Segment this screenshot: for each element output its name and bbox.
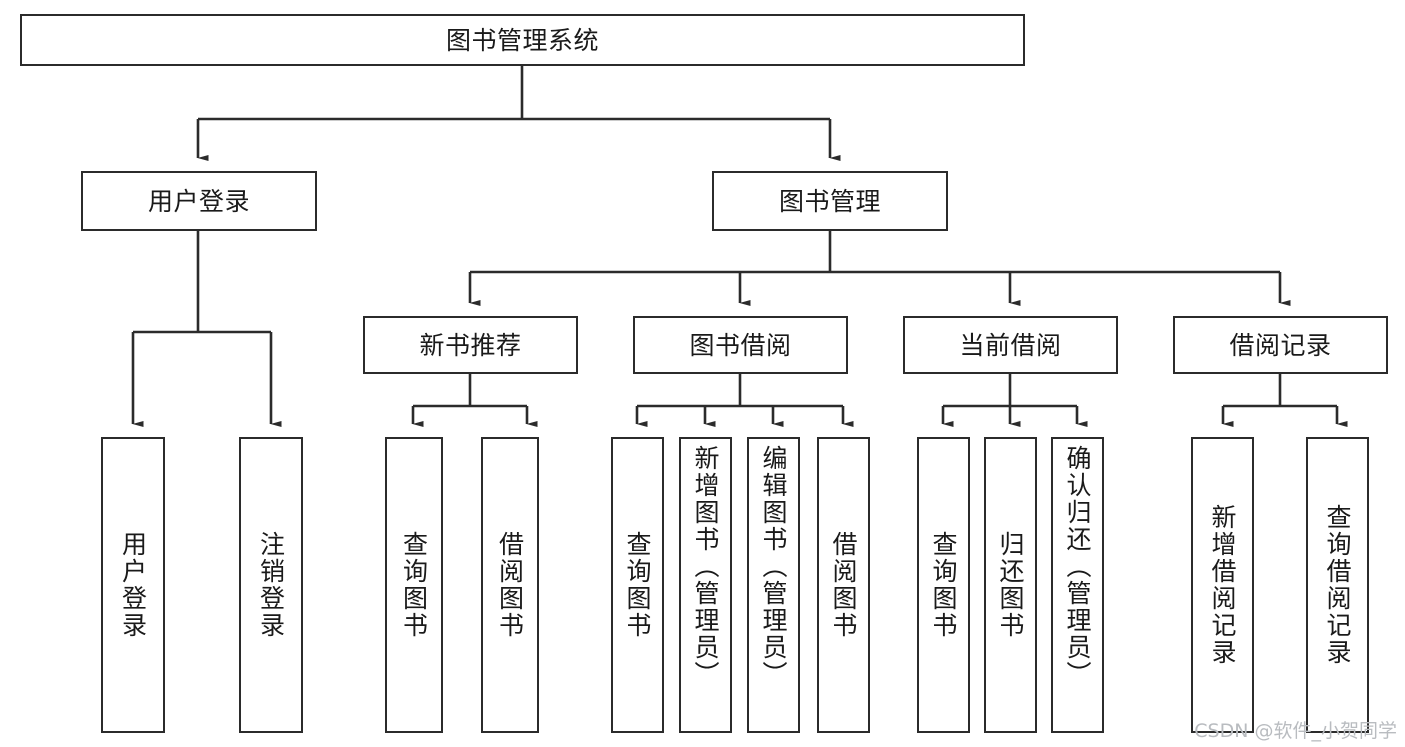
node-leaf-query-book-2[interactable]: 查询图书 <box>611 437 664 733</box>
node-leaf-query-record[interactable]: 查询借阅记录 <box>1306 437 1369 733</box>
node-leaf-borrow-book-2[interactable]: 借阅图书 <box>817 437 870 733</box>
node-leaf-query-book-2-label: 查询图书 <box>623 531 652 639</box>
node-leaf-query-book-1[interactable]: 查询图书 <box>385 437 443 733</box>
node-leaf-borrow-book-2-label: 借阅图书 <box>829 531 858 639</box>
node-borrow-record[interactable]: 借阅记录 <box>1173 316 1388 374</box>
node-leaf-user-login[interactable]: 用户登录 <box>101 437 165 733</box>
node-leaf-add-book[interactable]: 新增图书（管理员） <box>679 437 732 733</box>
node-leaf-query-book-3[interactable]: 查询图书 <box>917 437 970 733</box>
node-leaf-user-login-label: 用户登录 <box>118 531 148 639</box>
node-leaf-add-book-label: 新增图书（管理员） <box>691 445 720 688</box>
node-root[interactable]: 图书管理系统 <box>20 14 1025 66</box>
node-book-borrow[interactable]: 图书借阅 <box>633 316 848 374</box>
node-root-label: 图书管理系统 <box>445 25 599 55</box>
watermark-text: CSDN @软件_小贺同学 <box>1194 720 1397 742</box>
node-leaf-return-book[interactable]: 归还图书 <box>984 437 1037 733</box>
node-leaf-return-book-label: 归还图书 <box>996 531 1025 639</box>
node-leaf-confirm-return-label: 确认归还（管理员） <box>1063 445 1092 688</box>
node-leaf-add-record[interactable]: 新增借阅记录 <box>1191 437 1254 733</box>
node-leaf-user-logout-label: 注销登录 <box>256 531 286 639</box>
node-current-borrow-label: 当前借阅 <box>959 330 1062 360</box>
node-new-book-recommend[interactable]: 新书推荐 <box>363 316 578 374</box>
node-leaf-edit-book-label: 编辑图书（管理员） <box>759 445 788 688</box>
node-book-manage-label: 图书管理 <box>778 186 881 216</box>
node-leaf-query-book-1-label: 查询图书 <box>399 531 429 639</box>
node-user-login[interactable]: 用户登录 <box>81 171 317 231</box>
node-leaf-borrow-book-1-label: 借阅图书 <box>495 531 525 639</box>
node-new-book-recommend-label: 新书推荐 <box>419 330 522 360</box>
node-borrow-record-label: 借阅记录 <box>1229 330 1332 360</box>
node-leaf-add-record-label: 新增借阅记录 <box>1208 504 1237 666</box>
node-leaf-confirm-return[interactable]: 确认归还（管理员） <box>1051 437 1104 733</box>
node-current-borrow[interactable]: 当前借阅 <box>903 316 1118 374</box>
node-book-manage[interactable]: 图书管理 <box>712 171 948 231</box>
node-user-login-label: 用户登录 <box>147 186 250 216</box>
node-leaf-user-logout[interactable]: 注销登录 <box>239 437 303 733</box>
node-leaf-edit-book[interactable]: 编辑图书（管理员） <box>747 437 800 733</box>
node-leaf-query-book-3-label: 查询图书 <box>929 531 958 639</box>
node-book-borrow-label: 图书借阅 <box>689 330 792 360</box>
node-leaf-query-record-label: 查询借阅记录 <box>1323 504 1352 666</box>
node-leaf-borrow-book-1[interactable]: 借阅图书 <box>481 437 539 733</box>
